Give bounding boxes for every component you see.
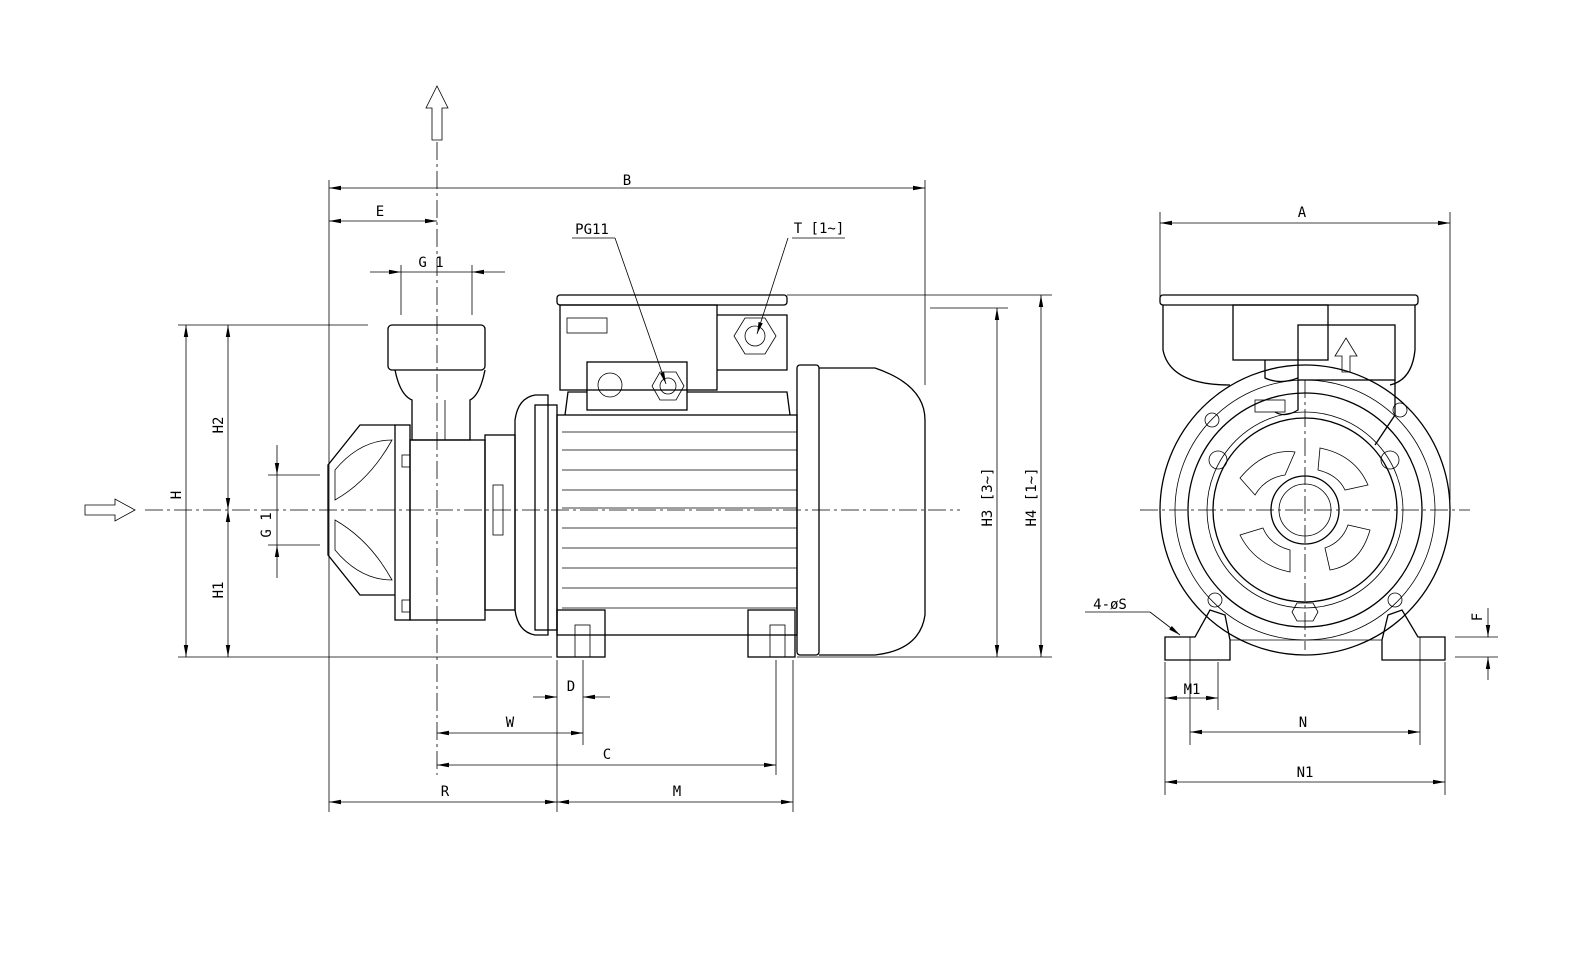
fan-cover bbox=[796, 364, 820, 656]
front-view: A 4-øS F M1 N N1 bbox=[1085, 205, 1498, 795]
label-H1: H1 bbox=[211, 582, 227, 599]
label-N: N bbox=[1299, 715, 1307, 731]
label-G1-inlet: G 1 bbox=[259, 512, 275, 537]
label-PG11: PG11 bbox=[575, 222, 609, 238]
label-A: A bbox=[1298, 205, 1307, 221]
foot-right bbox=[1381, 609, 1446, 661]
terminal-box-front bbox=[1159, 294, 1419, 306]
leader-4-S bbox=[1149, 611, 1181, 636]
label-H2: H2 bbox=[211, 417, 227, 434]
outlet-front bbox=[1297, 324, 1396, 381]
inlet-port bbox=[1270, 475, 1340, 545]
terminal-box-lid bbox=[556, 294, 788, 306]
label-4-S: 4-øS bbox=[1093, 597, 1127, 613]
motor-foot-rear bbox=[747, 609, 796, 658]
label-M: M bbox=[673, 784, 681, 800]
leader-PG11 bbox=[614, 237, 667, 385]
inlet-flow-arrow-icon bbox=[84, 498, 136, 522]
side-view: B E G 1 PG11 T [1~] H H2 H1 G 1 H3 [3~] … bbox=[84, 85, 1052, 812]
outlet-flow-arrow-icon bbox=[425, 85, 449, 141]
label-G1-outlet: G 1 bbox=[418, 255, 443, 271]
label-W: W bbox=[506, 715, 515, 731]
label-H3: H3 [3~] bbox=[980, 467, 996, 526]
label-T: T [1~] bbox=[794, 221, 845, 237]
motor-body bbox=[556, 414, 798, 636]
outlet-flange bbox=[387, 324, 486, 371]
label-D: D bbox=[567, 679, 575, 695]
label-H: H bbox=[169, 491, 185, 499]
flange-bolts bbox=[1204, 399, 1408, 622]
foot-left bbox=[1164, 609, 1231, 661]
label-C: C bbox=[603, 747, 611, 763]
label-R: R bbox=[441, 784, 450, 800]
inlet-cone bbox=[327, 424, 395, 596]
label-N1: N1 bbox=[1297, 765, 1314, 781]
label-B: B bbox=[623, 173, 631, 189]
motor-foot-front bbox=[556, 609, 606, 658]
pump-casing bbox=[394, 424, 411, 621]
label-F: F bbox=[1470, 613, 1486, 621]
motor-housing-circle bbox=[1159, 364, 1451, 656]
label-M1: M1 bbox=[1184, 682, 1201, 698]
label-H4: H4 [1~] bbox=[1024, 467, 1040, 526]
label-E: E bbox=[376, 204, 384, 220]
leader-T bbox=[756, 237, 789, 335]
outlet-arrow-icon bbox=[1334, 337, 1358, 373]
